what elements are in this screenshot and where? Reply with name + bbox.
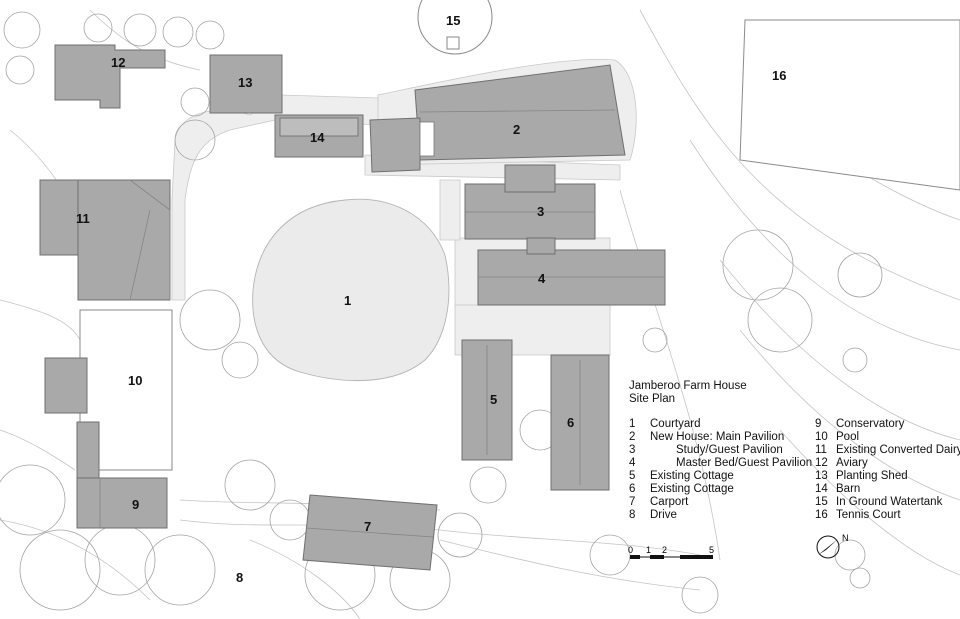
scale-tick-0: 0	[628, 545, 633, 555]
building-14-barn	[274, 114, 364, 158]
pool-surround	[79, 309, 173, 471]
building-12-aviary	[54, 44, 166, 109]
north-label: N	[842, 533, 849, 543]
building-9-conservatory	[76, 421, 168, 529]
label-14: 14	[310, 130, 325, 145]
tennis-court	[739, 19, 960, 191]
label-5: 5	[490, 392, 497, 407]
label-3: 3	[537, 204, 544, 219]
label-11: 11	[76, 211, 90, 226]
building-3-study-guest-pavilion	[464, 164, 596, 240]
label-4: 4	[538, 271, 546, 286]
label-10: 10	[128, 373, 142, 388]
building-10-pool-house	[44, 357, 88, 414]
building-2-main-pavilion	[369, 59, 637, 173]
label-12: 12	[111, 55, 125, 70]
label-15: 15	[446, 13, 460, 28]
drive-edge	[179, 519, 701, 556]
water-tank	[417, 0, 493, 55]
building-4-master-bed-pavilion	[477, 237, 666, 306]
label-13: 13	[238, 75, 252, 90]
label-16: 16	[772, 68, 786, 83]
building-6-existing-cottage	[550, 354, 610, 491]
legend-title: Jamberoo Farm House	[629, 380, 747, 392]
courtyard-lawn	[252, 198, 450, 382]
scale-tick-2: 2	[662, 545, 667, 555]
building-7-carport	[302, 494, 438, 571]
trees	[0, 11, 883, 614]
scale-bar: 0 1 2 5	[628, 545, 714, 559]
building-5-existing-cottage	[461, 339, 513, 461]
building-11-converted-dairy	[39, 179, 171, 301]
scale-tick-1: 1	[646, 545, 651, 555]
label-6: 6	[567, 415, 574, 430]
legend-subtitle: Site Plan	[629, 393, 676, 405]
water-tank-hatch	[446, 36, 460, 50]
label-9: 9	[132, 497, 139, 512]
north-arrow-icon: N	[816, 533, 849, 559]
label-1: 1	[344, 293, 351, 308]
label-2: 2	[513, 122, 520, 137]
building-13-planting-shed	[209, 54, 283, 114]
label-8: 8	[236, 570, 243, 585]
scale-tick-5: 5	[709, 545, 714, 555]
label-7: 7	[364, 519, 371, 534]
